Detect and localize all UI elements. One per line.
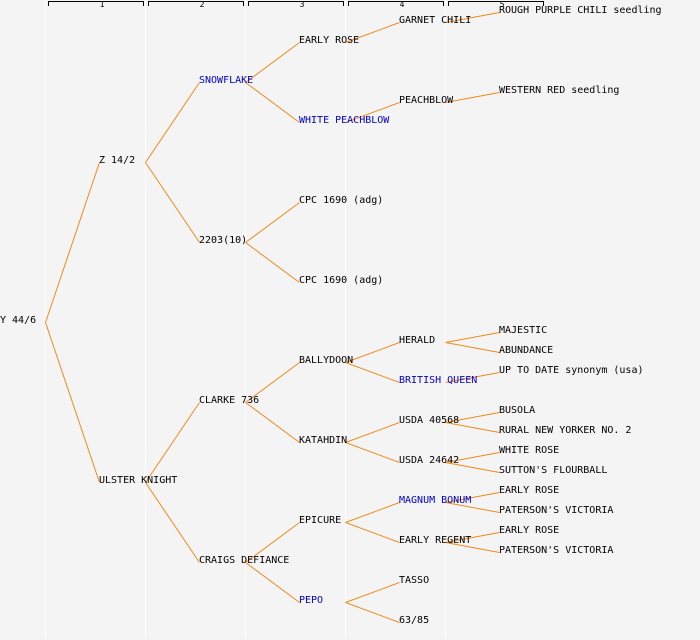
parent-link xyxy=(245,202,300,243)
ancestor-node: UP TO DATE synonym (usa) xyxy=(499,365,644,376)
parent-link xyxy=(445,12,500,23)
generation-separator xyxy=(45,0,46,638)
ancestor-node: CLARKE 736 xyxy=(199,395,260,406)
parent-link xyxy=(345,422,400,443)
parent-link xyxy=(345,442,400,463)
ancestor-node: GARNET CHILI xyxy=(399,15,472,26)
ancestor-node: PATERSON'S VICTORIA xyxy=(499,545,614,556)
generation-bracket xyxy=(348,1,444,6)
parent-link xyxy=(245,82,300,123)
ancestor-node: CPC 1690 (adg) xyxy=(299,195,384,206)
ancestor-node: PATERSON'S VICTORIA xyxy=(499,505,614,516)
parent-link xyxy=(345,362,400,383)
parent-link xyxy=(445,532,500,543)
parent-link xyxy=(445,92,500,103)
parent-link xyxy=(445,492,500,503)
ancestor-node: ULSTER KNIGHT xyxy=(99,475,178,486)
root-node: Y 44/6 xyxy=(0,315,37,326)
ancestor-node: CPC 1690 (adg) xyxy=(299,275,384,286)
parent-link xyxy=(245,362,300,403)
ancestor-node: SUTTON'S FLOURBALL xyxy=(499,465,608,476)
ancestor-node: ROUGH PURPLE CHILI seedling xyxy=(499,5,662,16)
generation-separator xyxy=(345,0,346,638)
parent-link xyxy=(345,102,400,123)
parent-link xyxy=(445,462,500,473)
ancestor-node: WHITE ROSE xyxy=(499,445,560,456)
generation-bracket xyxy=(48,1,144,6)
ancestor-node: KATAHDIN xyxy=(299,435,348,446)
ancestor-node[interactable]: MAGNUM BONUM xyxy=(399,495,472,506)
ancestor-node: Z 14/2 xyxy=(99,155,136,166)
ancestor-node: MAJESTIC xyxy=(499,325,548,336)
ancestor-node: ABUNDANCE xyxy=(499,345,554,356)
ancestor-node: WESTERN RED seedling xyxy=(499,85,620,96)
generation-label: 1 xyxy=(99,0,105,9)
generation-separator xyxy=(245,0,246,638)
ancestor-node: RURAL NEW YORKER NO. 2 xyxy=(499,425,632,436)
generation-bracket xyxy=(448,1,544,6)
parent-link xyxy=(445,422,500,433)
ancestor-node: HERALD xyxy=(399,335,436,346)
parent-link xyxy=(245,402,300,443)
generation-separator xyxy=(445,0,446,638)
ancestor-node: PEACHBLOW xyxy=(399,95,454,106)
parent-link xyxy=(245,242,300,283)
ancestor-node: 2203(10) xyxy=(199,235,248,246)
generation-label: 3 xyxy=(299,0,305,9)
parent-link xyxy=(245,562,300,603)
parent-link xyxy=(45,162,100,323)
parent-link xyxy=(445,372,500,383)
parent-link xyxy=(145,162,200,243)
ancestor-node[interactable]: SNOWFLAKE xyxy=(199,75,254,86)
ancestor-node: 63/85 xyxy=(399,615,430,626)
ancestor-node[interactable]: BRITISH QUEEN xyxy=(399,375,478,386)
ancestor-node: CRAIGS DEFIANCE xyxy=(199,555,290,566)
generation-bracket xyxy=(148,1,244,6)
ancestor-node: TASSO xyxy=(399,575,430,586)
parent-link xyxy=(445,542,500,553)
generation-bracket xyxy=(248,1,344,6)
generation-label: 2 xyxy=(199,0,205,9)
parent-link xyxy=(345,602,400,623)
parent-link xyxy=(145,402,200,483)
ancestor-node[interactable]: WHITE PEACHBLOW xyxy=(299,115,390,126)
parent-link xyxy=(145,482,200,563)
ancestor-node[interactable]: PEPO xyxy=(299,595,324,606)
parent-link xyxy=(445,412,500,423)
ancestor-node: EARLY ROSE xyxy=(299,35,360,46)
ancestor-node: EARLY ROSE xyxy=(499,485,560,496)
parent-link xyxy=(445,502,500,513)
ancestor-node: EPICURE xyxy=(299,515,342,526)
parent-link xyxy=(345,582,400,603)
ancestor-node: EARLY ROSE xyxy=(499,525,560,536)
ancestor-node: EARLY REGENT xyxy=(399,535,472,546)
ancestor-node: USDA 40568 xyxy=(399,415,460,426)
parent-link xyxy=(345,342,400,363)
generation-separator xyxy=(145,0,146,638)
parent-link xyxy=(345,22,400,43)
generation-label: 4 xyxy=(399,0,405,9)
ancestor-node: BALLYDOON xyxy=(299,355,354,366)
parent-link xyxy=(345,522,400,543)
parent-link xyxy=(445,452,500,463)
parent-link xyxy=(445,332,500,343)
generation-label: 5 xyxy=(499,0,505,9)
ancestor-node: USDA 24642 xyxy=(399,455,460,466)
parent-link xyxy=(345,502,400,523)
parent-link xyxy=(245,522,300,563)
parent-link xyxy=(245,42,300,83)
parent-link xyxy=(145,82,200,163)
parent-link xyxy=(445,342,500,353)
parent-link xyxy=(45,322,100,483)
ancestor-node: BUSOLA xyxy=(499,405,536,416)
